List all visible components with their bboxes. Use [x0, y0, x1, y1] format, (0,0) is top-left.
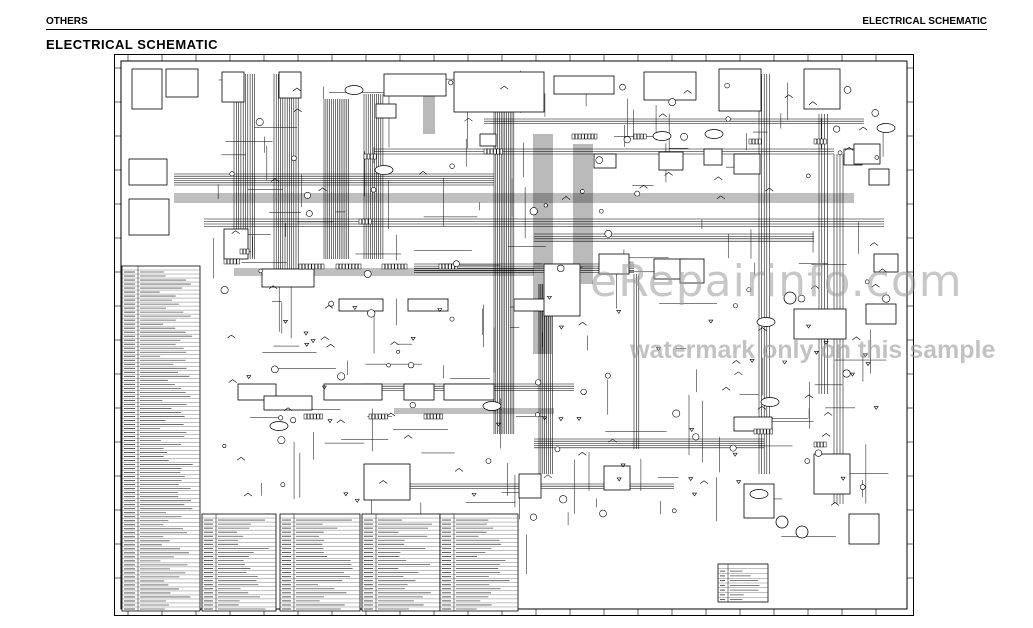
header-document-label: ELECTRICAL SCHEMATIC [862, 16, 987, 27]
schematic-sheet: NAME DESCRIPTION [114, 54, 914, 616]
legend-tables: NAME DESCRIPTION [121, 265, 769, 612]
header-section-label: OTHERS [46, 16, 88, 27]
watermark-note: watermark only on this sample [630, 336, 996, 364]
wire-harness [174, 70, 889, 574]
component-symbols [128, 68, 899, 545]
page-title: ELECTRICAL SCHEMATIC [46, 37, 219, 52]
header-rule [46, 29, 987, 30]
watermark-site: eRepairinfo.com [590, 256, 963, 307]
